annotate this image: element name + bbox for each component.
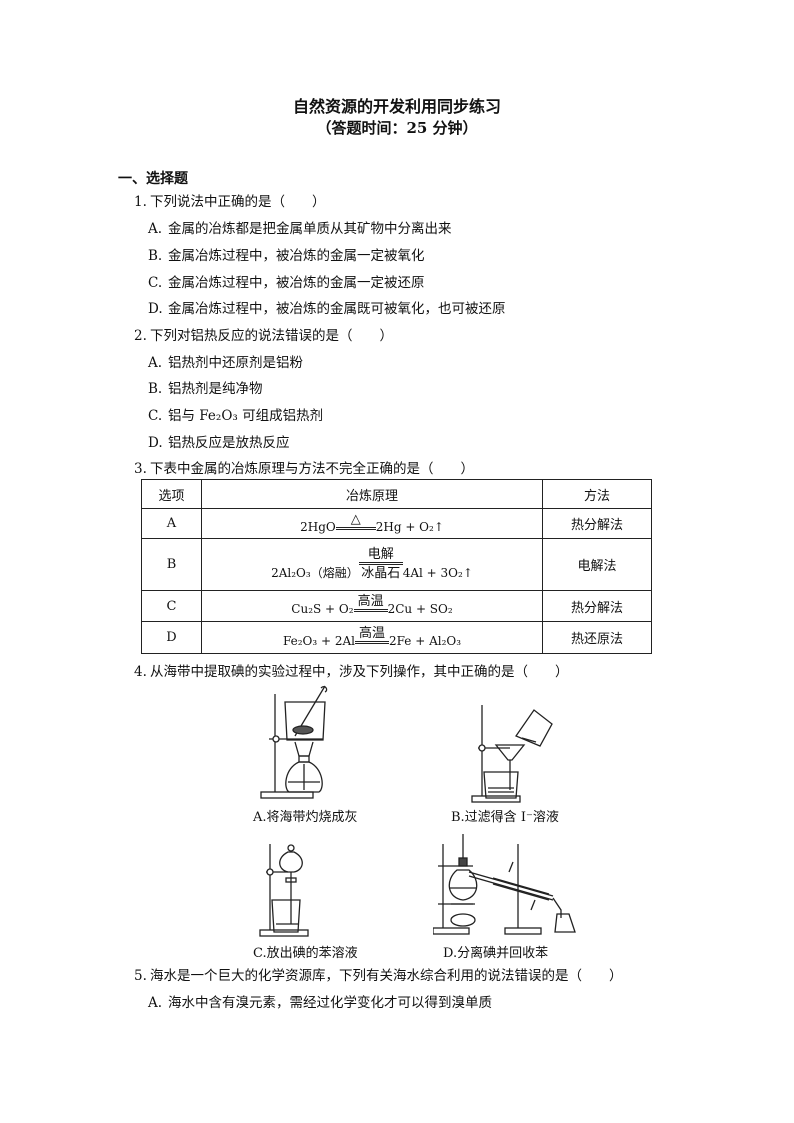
section-heading: 一、选择题: [118, 171, 188, 187]
q2-option-d: D. 铝热反应是放热反应: [148, 434, 290, 452]
condition-top: 电解: [367, 547, 394, 562]
reaction-condition: 高温: [355, 625, 389, 648]
row-option: A: [141, 508, 202, 539]
equation-lhs: 2Al₂O₃（熔融）: [271, 566, 359, 580]
figure-caption-d: D.分离碘并回收苯: [443, 946, 549, 961]
equation-lhs: Fe₂O₃ + 2Al: [282, 633, 355, 648]
row-option: D: [141, 621, 202, 654]
option-text: 海水中含有溴元素，需经过化学变化才可以得到溴单质: [168, 995, 492, 1011]
row-option: C: [141, 590, 202, 622]
question-1: 1.下列说法中正确的是（ ）: [134, 193, 326, 211]
option-label: C.: [148, 408, 163, 424]
question-number: 4.: [134, 664, 147, 680]
equation-lhs: Cu₂S + O₂: [291, 602, 354, 616]
page-subtitle: （答题时间：25 分钟）: [316, 119, 478, 137]
row-method: 热还原法: [542, 621, 652, 654]
row-method: 电解法: [542, 538, 652, 591]
row-option: B: [141, 538, 202, 591]
figure-caption-c: C.放出碘的苯溶液: [253, 946, 358, 961]
row-method: 热分解法: [542, 590, 652, 622]
condition-top: 高温: [358, 625, 385, 641]
question-5: 5.海水是一个巨大的化学资源库，下列有关海水综合利用的说法错误的是（ ）: [134, 967, 623, 985]
figure-caption-b: B.过滤得含 I⁻溶液: [451, 810, 559, 825]
figure-caption-a: A.将海带灼烧成灰: [253, 810, 358, 825]
question-3: 3.下表中金属的冶炼原理与方法不完全正确的是（ ）: [134, 460, 474, 478]
option-text: 金属的冶炼都是把金属单质从其矿物中分离出来: [168, 221, 452, 237]
q5-option-a: A. 海水中含有溴元素，需经过化学变化才可以得到溴单质: [148, 994, 492, 1012]
question-stem: 下表中金属的冶炼原理与方法不完全正确的是（ ）: [150, 461, 474, 477]
option-text: 铝热剂中还原剂是铝粉: [168, 355, 303, 371]
question-4: 4.从海带中提取碘的实验过程中，涉及下列操作，其中正确的是（ ）: [134, 663, 569, 681]
option-text: 金属冶炼过程中，被冶炼的金属一定被还原: [168, 275, 425, 291]
q1-option-a: A. 金属的冶炼都是把金属单质从其矿物中分离出来: [148, 220, 452, 238]
smelting-table: 选项 冶炼原理 方法 A 2HgO △ 2Hg + O₂↑ 热分解法 B 2Al₂O…: [141, 479, 652, 654]
question-number: 5.: [134, 968, 147, 984]
option-text: 金属冶炼过程中，被冶炼的金属既可被氧化，也可被还原: [168, 301, 506, 317]
question-stem: 从海带中提取碘的实验过程中，涉及下列操作，其中正确的是（ ）: [150, 664, 569, 680]
q1-option-c: C. 金属冶炼过程中，被冶炼的金属一定被还原: [148, 274, 425, 292]
option-text: 铝与: [168, 408, 200, 424]
condition-bottom: 冰晶石: [361, 566, 401, 581]
option-label: A.: [148, 355, 163, 371]
option-text: 铝热剂是纯净物: [168, 381, 263, 397]
reaction-condition: △: [335, 511, 376, 534]
equation-rhs: 4Al + 3O₂↑: [402, 566, 473, 580]
q1-option-d: D. 金属冶炼过程中，被冶炼的金属既可被氧化，也可被还原: [148, 300, 506, 318]
equation-rhs: 2Fe + Al₂O₃: [389, 633, 462, 648]
reaction-condition: 电解冰晶石: [358, 547, 403, 581]
header-option: 选项: [141, 479, 202, 509]
header-method: 方法: [542, 479, 652, 509]
option-label: B.: [148, 248, 163, 264]
question-stem: 海水是一个巨大的化学资源库，下列有关海水综合利用的说法错误的是（ ）: [150, 968, 623, 984]
question-number: 1.: [134, 194, 147, 210]
header-principle: 冶炼原理: [201, 479, 543, 509]
page-title: 自然资源的开发利用同步练习: [292, 97, 501, 116]
equation-lhs: 2HgO: [300, 519, 336, 534]
option-label: C.: [148, 275, 163, 291]
option-label: A.: [148, 221, 163, 237]
table-header-row: 选项 冶炼原理 方法: [141, 479, 652, 509]
question-2: 2.下列对铝热反应的说法错误的是（ ）: [134, 327, 393, 345]
option-text: 铝热反应是放热反应: [168, 435, 290, 451]
question-stem: 下列对铝热反应的说法错误的是（ ）: [150, 328, 393, 344]
distillation-apparatus-icon: [433, 834, 576, 935]
question-stem: 下列说法中正确的是（ ）: [150, 194, 326, 210]
option-text: 金属冶炼过程中，被冶炼的金属一定被氧化: [168, 248, 425, 264]
chemical-formula: Fe₂O₃: [199, 408, 238, 424]
option-text: 可组成铝热剂: [237, 408, 324, 424]
row-equation: 2HgO △ 2Hg + O₂↑: [201, 508, 543, 539]
filtration-apparatus-icon: [471, 705, 553, 803]
option-label: D.: [148, 435, 163, 451]
table-row: A 2HgO △ 2Hg + O₂↑ 热分解法: [141, 508, 652, 539]
q2-option-a: A. 铝热剂中还原剂是铝粉: [148, 354, 303, 372]
row-method: 热分解法: [542, 508, 652, 539]
question-number: 3.: [134, 461, 147, 477]
heat-triangle-icon: △: [350, 511, 361, 527]
q2-option-c: C. 铝与 Fe₂O₃ 可组成铝热剂: [148, 407, 323, 425]
separatory-funnel-apparatus-icon: [259, 844, 309, 937]
question-number: 2.: [134, 328, 147, 344]
q1-option-b: B. 金属冶炼过程中，被冶炼的金属一定被氧化: [148, 247, 425, 265]
crucible-burning-apparatus-icon: [260, 685, 328, 799]
condition-top: 高温: [357, 594, 384, 609]
equation-rhs: 2Hg + O₂↑: [375, 519, 444, 534]
option-label: A.: [148, 995, 163, 1011]
option-label: B.: [148, 381, 163, 397]
q2-option-b: B. 铝热剂是纯净物: [148, 380, 263, 398]
equation-rhs: 2Cu + SO₂: [387, 602, 453, 616]
option-label: D.: [148, 301, 163, 317]
reaction-condition: 高温: [353, 594, 388, 616]
